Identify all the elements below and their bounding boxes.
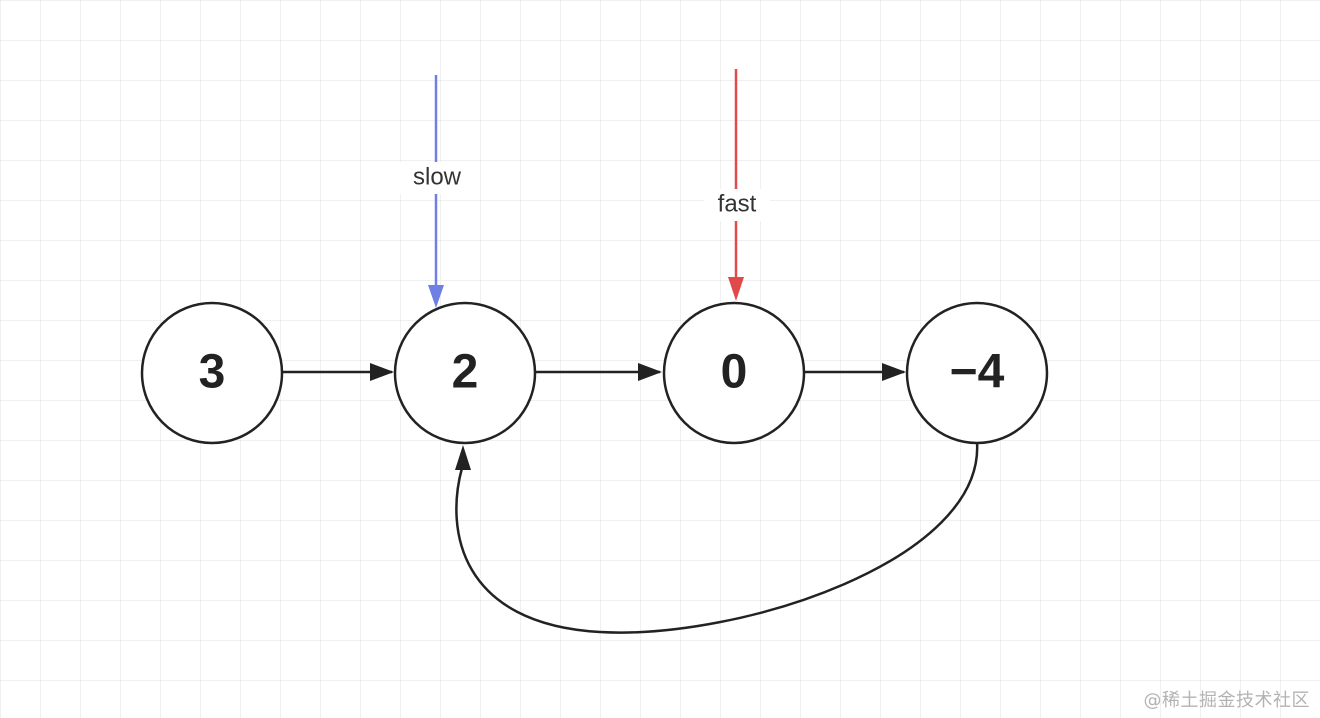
pointer-slow-arrowhead	[428, 285, 444, 308]
node-3-circle	[905, 301, 1049, 445]
arrowhead-n2-to-n3	[882, 363, 906, 381]
edge-cycle-n3-to-n1	[455, 441, 979, 634]
node-1-circle	[393, 301, 537, 445]
arrowhead-cycle	[455, 445, 471, 470]
pointer-fast: fast	[704, 69, 770, 301]
edges-layer	[283, 363, 979, 634]
pointer-slow: slow	[400, 75, 472, 308]
node-1-value: 2	[452, 346, 479, 399]
pointer-fast-label: fast	[718, 190, 757, 217]
watermark: @稀土掘金技术社区	[1143, 690, 1310, 711]
node-3-value: −4	[950, 346, 1005, 399]
pointer-fast-label-bg	[704, 189, 770, 221]
pointer-fast-arrowhead	[728, 277, 744, 301]
node-1: 2	[393, 301, 537, 445]
pointer-slow-label: slow	[413, 163, 462, 190]
arrowhead-n0-to-n1	[370, 363, 394, 381]
node-2-value: 0	[721, 346, 748, 399]
node-0: 3	[140, 301, 284, 445]
pointer-slow-label-bg	[400, 162, 472, 194]
node-0-circle	[140, 301, 284, 445]
node-0-value: 3	[199, 346, 226, 399]
node-2-circle	[662, 301, 806, 445]
arrowhead-n1-to-n2	[638, 363, 662, 381]
node-2: 0	[662, 301, 806, 445]
node-3: −4	[905, 301, 1049, 445]
